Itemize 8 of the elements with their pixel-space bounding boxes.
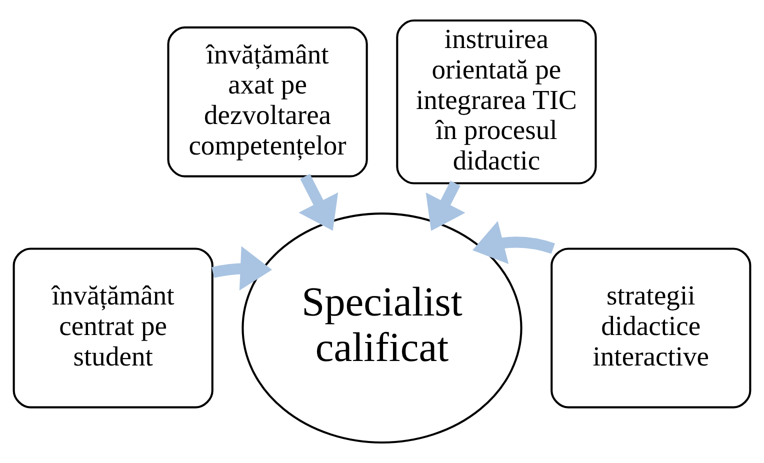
node-ellipse: Specialist calificat — [242, 212, 522, 444]
node-box: învățământ axat pe dezvoltarea competențelor — [167, 26, 368, 178]
node-box: strategii didactice interactive — [550, 248, 752, 408]
node-box: instruirea orientată pe integrarea TIC în procesul didactic — [396, 19, 597, 184]
arrow — [426, 180, 466, 231]
node-box: învățământ centrat pe student — [12, 248, 214, 408]
arrow — [298, 174, 338, 231]
arrow — [472, 221, 555, 264]
